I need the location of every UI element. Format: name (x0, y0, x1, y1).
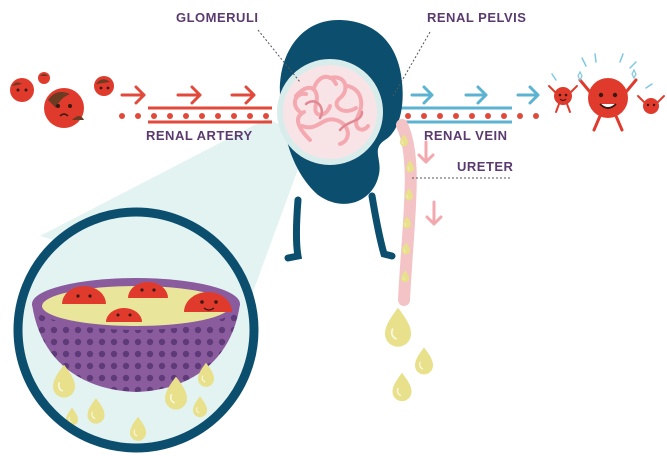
kidney-legs (288, 196, 392, 258)
renal-artery (119, 108, 272, 122)
ureter-label: URETER (457, 159, 513, 174)
arrow-right-icon (412, 87, 538, 103)
happy-blood-cell-icon (549, 54, 664, 130)
waste-droplet-icon (385, 308, 433, 401)
glomeruli-label: GLOMERULI (176, 10, 259, 25)
renal-vein-label: RENAL VEIN (424, 128, 508, 143)
renal-pelvis-label: RENAL PELVIS (427, 10, 526, 25)
renal-artery-label: RENAL ARTERY (146, 128, 253, 143)
arrow-down-icon (419, 142, 441, 224)
glomeruli-magnifier (280, 62, 380, 162)
arrow-right-icon (122, 87, 254, 103)
dirty-blood-cell-icon (10, 72, 114, 128)
renal-vein (385, 108, 539, 122)
filter-zoom-circle (18, 212, 254, 448)
